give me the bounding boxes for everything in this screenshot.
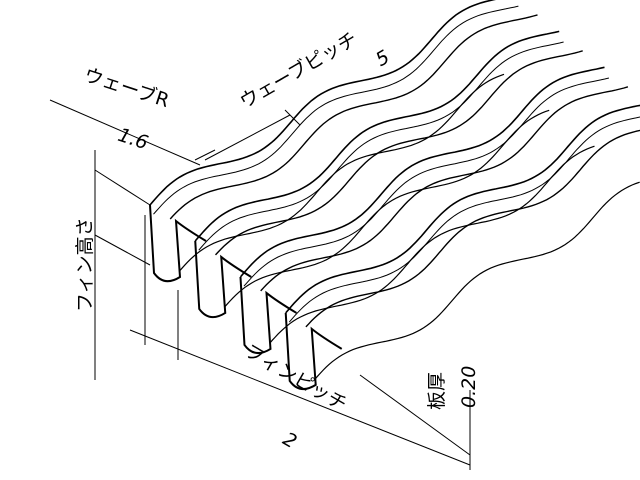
fin-bottom-edge [314, 181, 640, 380]
thickness-label: 板厚 [426, 371, 448, 410]
wave-r-tick [194, 149, 216, 161]
fin-height-extension-top [94, 169, 151, 206]
fin-bottom-edge [269, 145, 595, 344]
fin-top-edge [169, 14, 538, 220]
thickness-value: 0.20 [458, 365, 480, 408]
fin-cross-section [149, 204, 207, 283]
fin-bottom-edge [178, 73, 505, 272]
fin-height-label: フィン高さ [74, 217, 96, 312]
fin-cross-section [194, 240, 252, 319]
fin-top-edge [305, 129, 640, 328]
fin-top-edge [285, 104, 640, 314]
fin-bottom-edge [223, 109, 550, 308]
fin-height-extension-bottom [94, 234, 151, 266]
fin-cross-section [239, 276, 297, 355]
thickness-leader [359, 374, 471, 456]
fin-inner-edge [243, 77, 610, 287]
wave-r-leader [49, 99, 201, 166]
wave-pitch-tick [284, 109, 301, 126]
fin-inner-edge [288, 116, 640, 323]
fin-top-edge [239, 66, 605, 278]
wave-pitch-dimension-line [204, 114, 291, 161]
fin-cross-section [284, 312, 343, 391]
fin-top-edge [194, 30, 560, 242]
fin-top-edge [260, 86, 629, 292]
fin-top-edge [149, 0, 497, 206]
fin-inner-edge [198, 41, 564, 251]
fin-inner-edge [153, 5, 519, 215]
fin-top-edge [214, 50, 583, 256]
fin-pitch-dimension-line [129, 329, 471, 466]
